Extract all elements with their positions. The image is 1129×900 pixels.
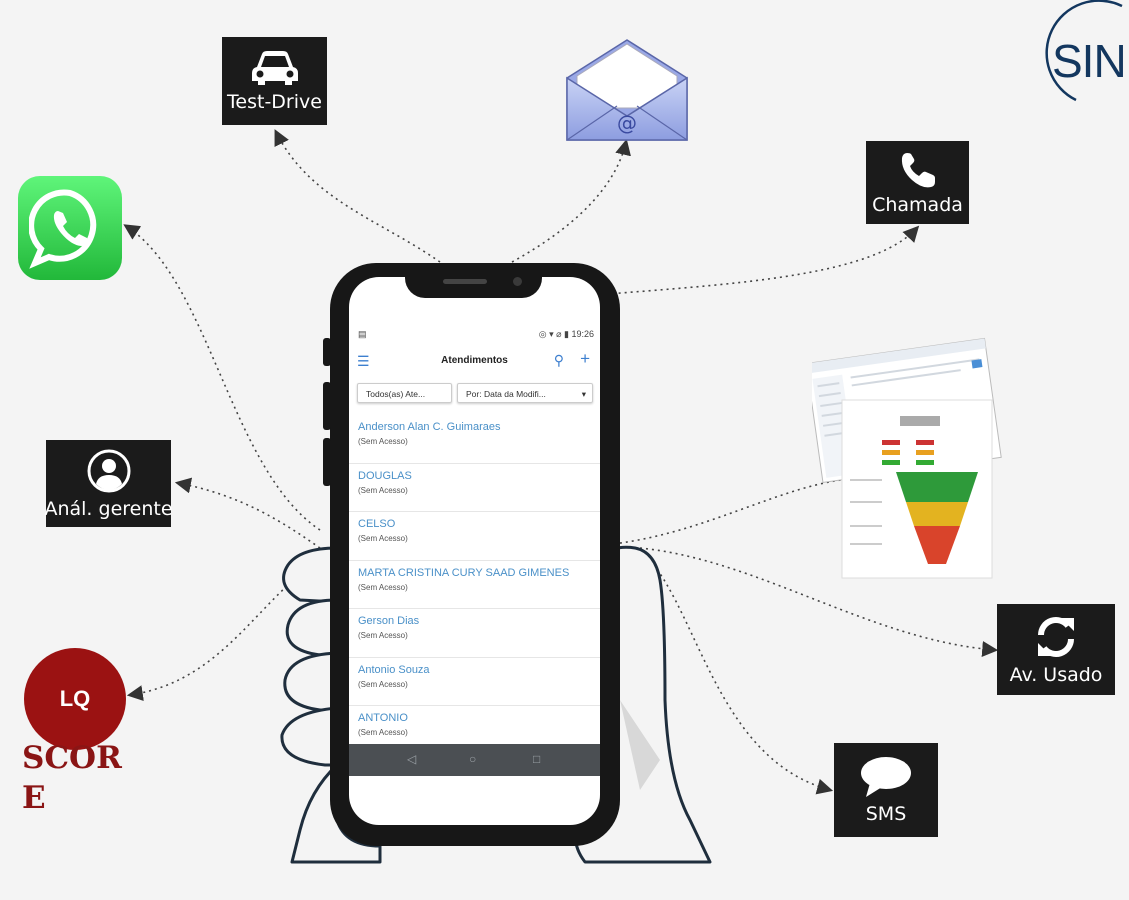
- chevron-down-icon: ▾: [581, 389, 586, 399]
- attendance-list: Anderson Alan C. Guimaraes (Sem Acesso) D…: [349, 415, 600, 755]
- phone-speaker: [443, 279, 487, 284]
- list-item-name: MARTA CRISTINA CURY SAAD GIMENES: [358, 566, 570, 579]
- list-item[interactable]: Antonio Souza (Sem Acesso): [349, 658, 600, 706]
- email-at-symbol: @: [617, 111, 637, 135]
- phone-notch: [405, 268, 542, 298]
- app-bar: ☰ Atendimentos ⚲ +: [349, 349, 600, 375]
- list-item-status: (Sem Acesso): [358, 631, 408, 640]
- whatsapp-glyph: [29, 189, 97, 269]
- score-label: SCORE: [22, 740, 122, 816]
- filter-dropdown-view[interactable]: Todos(as) Ate...: [357, 383, 452, 403]
- list-item[interactable]: Gerson Dias (Sem Acesso): [349, 609, 600, 658]
- android-nav-bar: ◁ ○ □: [349, 744, 600, 776]
- arrow-to-av-usado: [639, 547, 999, 657]
- test-drive-tile[interactable]: Test-Drive: [222, 37, 327, 125]
- sort-label: Por: Data da Modifi...: [466, 389, 546, 399]
- notification-icon: ▤: [358, 329, 367, 339]
- envelope-icon[interactable]: @: [565, 38, 689, 144]
- status-bar: ▤ ◎ ▾ ⌀ ▮ 19:26: [349, 327, 600, 345]
- arrow-to-sms: [649, 559, 834, 795]
- report-screenshot[interactable]: [812, 330, 1008, 580]
- lq-badge-text: LQ: [59, 686, 91, 711]
- anal-gerente-tile[interactable]: Anál. gerente: [44, 440, 173, 527]
- status-time: 19:26: [571, 329, 594, 339]
- user-icon: [87, 449, 130, 492]
- phone-volume-down-button: [323, 438, 331, 486]
- phone-call-icon: [901, 152, 935, 187]
- list-item[interactable]: CELSO (Sem Acesso): [349, 512, 600, 561]
- filter-bar: Todos(as) Ate... Por: Data da Modifi... …: [357, 383, 593, 405]
- list-item-status: (Sem Acesso): [358, 534, 408, 543]
- phone-volume-up-button: [323, 382, 331, 430]
- av-usado-tile[interactable]: Av. Usado: [997, 604, 1115, 695]
- filter-dropdown-sort[interactable]: Por: Data da Modifi... ▾: [457, 383, 593, 403]
- list-item[interactable]: DOUGLAS (Sem Acesso): [349, 464, 600, 512]
- arrow-to-report: [589, 470, 864, 547]
- brand-text: SINE: [1052, 35, 1129, 87]
- chamada-label: Chamada: [872, 193, 963, 216]
- test-drive-label: Test-Drive: [227, 91, 322, 113]
- list-item[interactable]: Anderson Alan C. Guimaraes (Sem Acesso): [349, 415, 600, 464]
- brand-logo: SINE: [1040, 0, 1129, 120]
- list-item-name: Gerson Dias: [358, 615, 420, 627]
- list-item-status: (Sem Acesso): [358, 728, 408, 737]
- list-item-name: CELSO: [358, 518, 396, 530]
- list-item[interactable]: MARTA CRISTINA CURY SAAD GIMENES (Sem Ace…: [349, 561, 600, 609]
- add-icon[interactable]: +: [580, 349, 590, 368]
- lq-badge[interactable]: LQ: [24, 648, 126, 750]
- phone-side-button: [323, 338, 331, 366]
- home-icon[interactable]: ○: [469, 752, 477, 766]
- search-icon[interactable]: ⚲: [553, 352, 564, 368]
- chamada-tile[interactable]: Chamada: [866, 141, 969, 224]
- list-item-status: (Sem Acesso): [358, 437, 408, 446]
- sms-tile[interactable]: SMS: [834, 743, 938, 837]
- menu-icon[interactable]: ☰: [357, 353, 370, 369]
- phone-screen: ▤ ◎ ▾ ⌀ ▮ 19:26 ☰ Atendimentos ⚲ + Todos…: [349, 277, 600, 825]
- av-usado-label: Av. Usado: [1009, 663, 1103, 686]
- arrow-to-anal-gerente: [174, 477, 321, 549]
- phone-camera: [513, 277, 522, 286]
- recents-icon[interactable]: □: [533, 752, 541, 766]
- whatsapp-icon[interactable]: [18, 176, 122, 280]
- anal-gerente-label: Anál. gerente: [44, 497, 173, 520]
- chat-bubble-icon: [861, 757, 911, 797]
- app-title: Atendimentos: [441, 355, 508, 366]
- list-item-name: Anderson Alan C. Guimaraes: [358, 421, 501, 433]
- list-item-status: (Sem Acesso): [358, 485, 408, 495]
- list-item-name: DOUGLAS: [358, 469, 412, 482]
- list-item-status: (Sem Acesso): [358, 582, 408, 592]
- list-item-name: ANTONIO: [358, 712, 408, 724]
- refresh-icon: [1038, 616, 1074, 657]
- sms-label: SMS: [865, 803, 907, 825]
- status-icons: ◎ ▾ ⌀ ▮ 19:26: [538, 329, 594, 339]
- back-icon[interactable]: ◁: [407, 752, 417, 766]
- car-icon: [251, 51, 298, 85]
- list-item-name: Antonio Souza: [358, 663, 430, 676]
- list-item-status: (Sem Acesso): [358, 679, 408, 689]
